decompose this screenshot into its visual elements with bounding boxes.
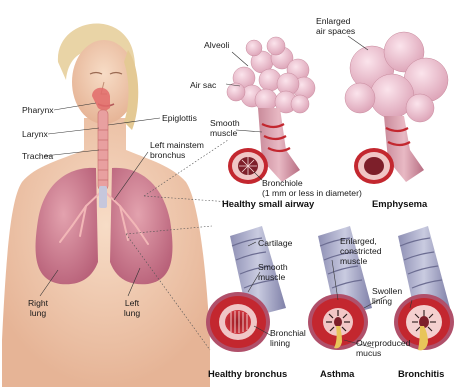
bronchitis-bronchus: [394, 226, 454, 350]
label-enlarged-constricted-muscle: Enlarged, constricted muscle: [340, 236, 382, 266]
label-larynx: Larynx: [22, 129, 48, 139]
label-left-lung: Left lung: [116, 298, 148, 318]
label-epiglottis: Epiglottis: [162, 113, 197, 123]
label-bronchial-lining: Bronchial lining: [270, 328, 306, 348]
label-cartilage: Cartilage: [258, 238, 292, 248]
label-trachea: Trachea: [22, 151, 53, 161]
caption-bronchitis: Bronchitis: [398, 368, 444, 379]
caption-healthy-small-airway: Healthy small airway: [222, 198, 314, 209]
label-smooth-muscle-bottom: Smooth muscle: [258, 262, 288, 282]
label-overproduced-mucus: Overproduced mucus: [356, 338, 410, 358]
label-smooth-muscle-top: Smooth muscle: [210, 118, 240, 138]
label-left-mainstem-bronchus: Left mainstem bronchus: [150, 140, 204, 160]
human-torso: [2, 23, 210, 387]
label-alveoli: Alveoli: [204, 40, 229, 50]
label-right-lung: Right lung: [22, 298, 54, 318]
caption-emphysema: Emphysema: [372, 198, 427, 209]
label-air-sac: Air sac: [190, 80, 216, 90]
caption-asthma: Asthma: [320, 368, 354, 379]
label-bronchiole: Bronchiole (1 mm or less in diameter): [262, 178, 362, 198]
label-enlarged-air-spaces: Enlarged air spaces: [316, 16, 355, 36]
label-swollen-lining: Swollen lining: [372, 286, 402, 306]
caption-healthy-bronchus: Healthy bronchus: [208, 368, 287, 379]
emphysema-airway: [345, 32, 448, 184]
label-pharynx: Pharynx: [22, 105, 54, 115]
